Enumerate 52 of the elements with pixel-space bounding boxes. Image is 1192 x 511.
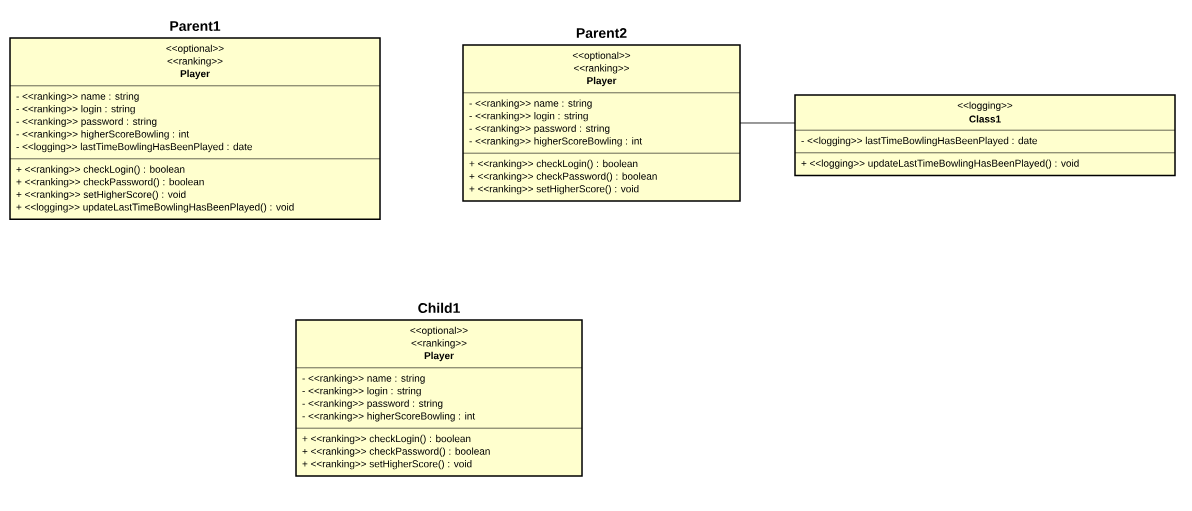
class-name: Class1 [969,115,1001,123]
attribute-compartment [295,367,583,422]
node-label: Child1 [418,302,460,313]
operation-text: + <<ranking>> checkPassword() : boolean [469,172,657,182]
operation-text: + <<ranking>> checkPassword() : boolean [16,178,204,188]
stereotype-label: <<ranking>> [167,57,223,67]
class-name: Player [424,351,454,362]
attribute-text: - <<ranking>> higherScoreBowling : int [302,412,476,422]
operation-text: + <<ranking>> setHigherScore() : void [16,190,186,200]
class-box [794,94,1176,177]
attribute-text: - <<logging>> lastTimeBowlingHasBeenPlayed : date [16,142,252,153]
stereotype-label: <<ranking>> [574,64,629,74]
operation-text: + <<ranking>> checkLogin() : boolean [16,165,185,175]
stereotype-label: <<optional>> [572,51,631,61]
class-name: Player [587,76,617,87]
operation-text: + <<ranking>> checkPassword() : boolean [302,447,490,457]
operation-compartment [462,152,741,195]
operation-text: + <<ranking>> setHigherScore() : void [302,460,472,470]
operation-compartment [295,427,583,470]
attribute-text: - <<ranking>> password : string [469,124,610,134]
operation-text: + <<ranking>> checkLogin() : boolean [469,159,638,170]
association-line [739,122,796,124]
operation-text: + <<logging>> updateLastTimeBowlingHasBeenPlayed() : void [801,159,1079,169]
class-box [295,302,583,477]
class-box [462,28,741,202]
attribute-text: - <<ranking>> name : string [16,92,139,102]
attribute-text: - <<ranking>> login : string [302,387,421,397]
stereotype-label: <<logging>> [957,101,1013,111]
node-label: Parent2 [576,28,627,38]
attribute-text: - <<ranking>> name : string [302,374,425,384]
operation-text: + <<logging>> updateLastTimeBowlingHasBeenPlayed() : void [16,203,294,213]
operation-compartment [9,158,381,213]
stereotype-label: <<optional>> [166,44,224,54]
class-name: Player [180,69,210,80]
operation-compartment [794,152,1176,169]
stereotype-label: <<optional>> [410,326,468,336]
attribute-text: - <<ranking>> login : string [469,112,588,122]
attribute-compartment [462,92,741,147]
attribute-text: - <<ranking>> login : string [16,105,135,115]
attribute-text: - <<logging>> lastTimeBowlingHasBeenPlayed : date [801,136,1037,147]
operation-text: + <<ranking>> checkLogin() : boolean [302,434,471,445]
attribute-text: - <<ranking>> higherScoreBowling : int [16,130,190,140]
operation-text: + <<ranking>> setHigherScore() : void [469,185,639,195]
attribute-text: - <<ranking>> name : string [469,99,592,109]
class-box [9,21,381,220]
attribute-compartment [794,129,1176,147]
attribute-text: - <<ranking>> password : string [16,117,157,127]
node-label: Parent1 [170,21,221,31]
attribute-compartment [9,85,381,153]
stereotype-label: <<ranking>> [411,339,467,349]
attribute-text: - <<ranking>> password : string [302,399,443,409]
attribute-text: - <<ranking>> higherScoreBowling : int [469,137,643,147]
